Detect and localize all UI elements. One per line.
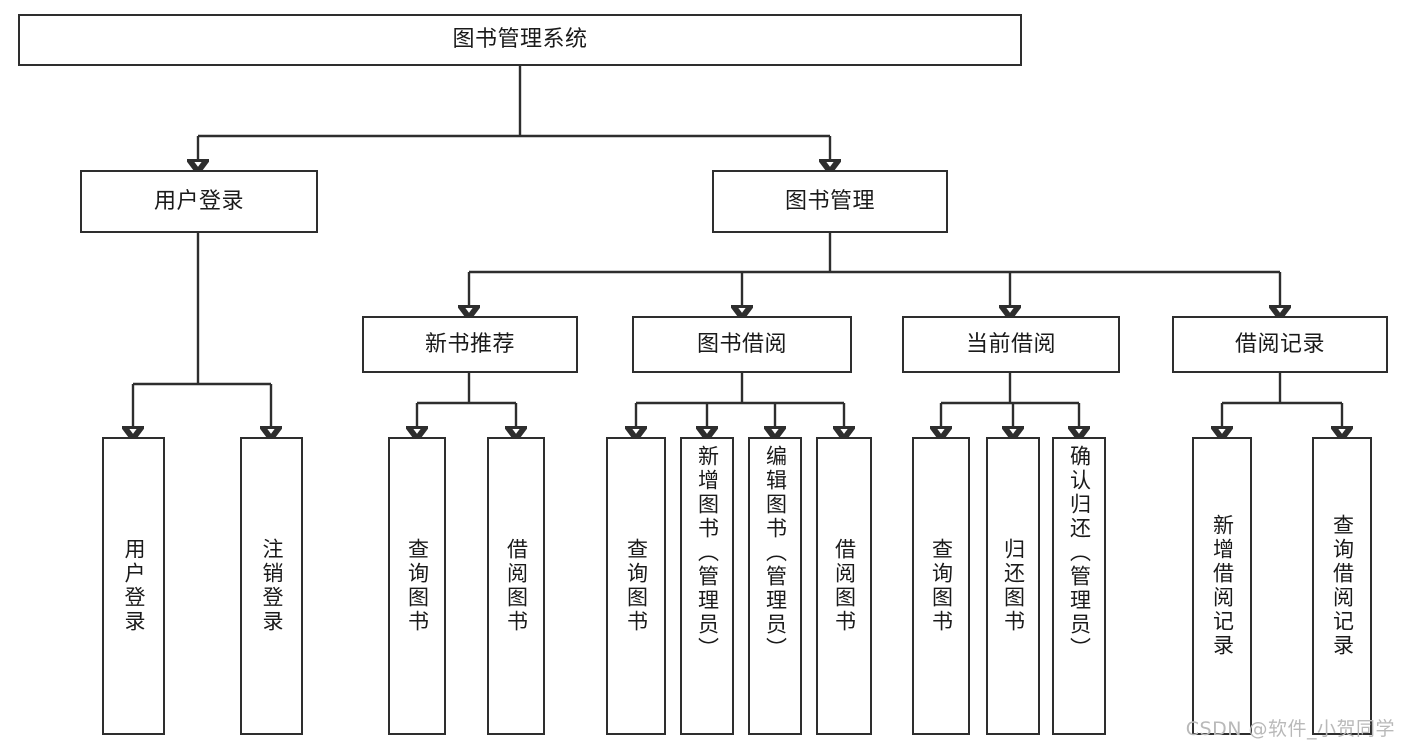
leaf-user-login-label: 用户登录 bbox=[122, 538, 146, 634]
leaf-user-login[interactable]: 用户登录 bbox=[102, 437, 165, 735]
node-current-borrow[interactable]: 当前借阅 bbox=[902, 316, 1120, 373]
leaf-return-book[interactable]: 归还图书 bbox=[986, 437, 1040, 735]
leaf-borrow-book-recommend-label: 借阅图书 bbox=[504, 538, 529, 634]
node-root-label: 图书管理系统 bbox=[452, 27, 588, 53]
leaf-borrow-book-label: 借阅图书 bbox=[832, 538, 857, 634]
leaf-logout[interactable]: 注销登录 bbox=[240, 437, 303, 735]
leaf-query-book-current[interactable]: 查询图书 bbox=[912, 437, 970, 735]
leaf-return-book-label: 归还图书 bbox=[1001, 538, 1026, 634]
leaf-add-book-admin-label: 新增图书（管理员） bbox=[695, 445, 720, 661]
node-current-borrow-label: 当前借阅 bbox=[965, 331, 1056, 357]
leaf-confirm-return-admin-label: 确认归还（管理员） bbox=[1067, 445, 1092, 661]
leaf-query-borrow-record[interactable]: 查询借阅记录 bbox=[1312, 437, 1372, 735]
leaf-edit-book-admin-label: 编辑图书（管理员） bbox=[763, 445, 788, 661]
watermark-text: CSDN @软件_小贺同学 bbox=[1185, 718, 1395, 740]
node-borrow-records-label: 借阅记录 bbox=[1234, 331, 1325, 357]
node-new-book-recommend-label: 新书推荐 bbox=[424, 331, 515, 357]
leaf-query-book-recommend-label: 查询图书 bbox=[405, 538, 430, 634]
node-user-login-label: 用户登录 bbox=[153, 188, 244, 214]
leaf-query-borrow-record-label: 查询借阅记录 bbox=[1330, 514, 1355, 658]
leaf-query-book-borrow-label: 查询图书 bbox=[624, 538, 649, 634]
leaf-confirm-return-admin[interactable]: 确认归还（管理员） bbox=[1052, 437, 1106, 735]
node-borrow-records[interactable]: 借阅记录 bbox=[1172, 316, 1388, 373]
node-book-management-label: 图书管理 bbox=[784, 188, 875, 214]
leaf-query-book-recommend[interactable]: 查询图书 bbox=[388, 437, 446, 735]
node-root[interactable]: 图书管理系统 bbox=[18, 14, 1022, 66]
leaf-borrow-book-recommend[interactable]: 借阅图书 bbox=[487, 437, 545, 735]
leaf-add-borrow-record-label: 新增借阅记录 bbox=[1210, 514, 1235, 658]
node-book-borrow-label: 图书借阅 bbox=[696, 331, 787, 357]
leaf-add-borrow-record[interactable]: 新增借阅记录 bbox=[1192, 437, 1252, 735]
leaf-logout-label: 注销登录 bbox=[260, 538, 284, 634]
node-new-book-recommend[interactable]: 新书推荐 bbox=[362, 316, 578, 373]
node-user-login[interactable]: 用户登录 bbox=[80, 170, 318, 233]
leaf-query-book-current-label: 查询图书 bbox=[929, 538, 954, 634]
leaf-add-book-admin[interactable]: 新增图书（管理员） bbox=[680, 437, 734, 735]
leaf-query-book-borrow[interactable]: 查询图书 bbox=[606, 437, 666, 735]
leaf-edit-book-admin[interactable]: 编辑图书（管理员） bbox=[748, 437, 802, 735]
node-book-management[interactable]: 图书管理 bbox=[712, 170, 948, 233]
node-book-borrow[interactable]: 图书借阅 bbox=[632, 316, 852, 373]
leaf-borrow-book[interactable]: 借阅图书 bbox=[816, 437, 872, 735]
